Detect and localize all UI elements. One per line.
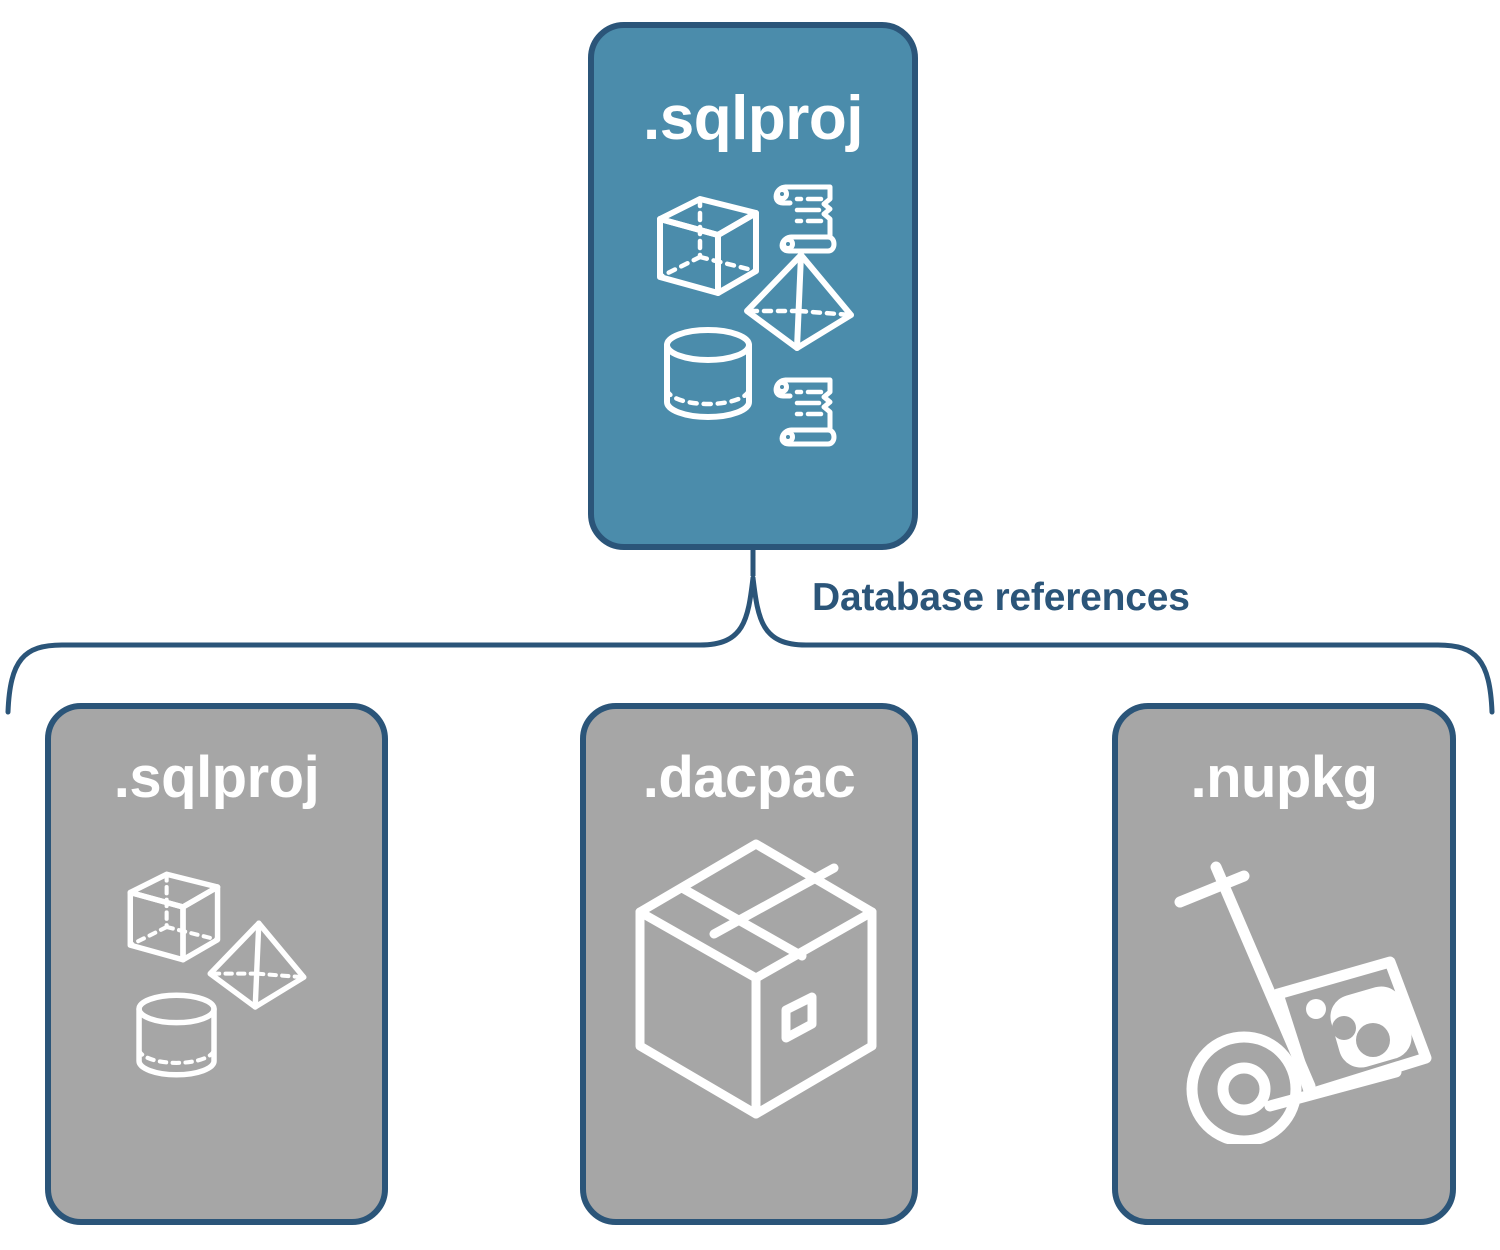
- cylinder-wireframe-icon: [664, 327, 752, 420]
- package-logo-dots-icon: [1332, 1016, 1390, 1057]
- node-card-sqlproj-root[interactable]: .sqlproj: [588, 22, 918, 550]
- hand-truck-package-icon: [1174, 861, 1432, 1144]
- brace-left-arm: [5, 575, 756, 715]
- database-references-label: Database references: [812, 576, 1190, 619]
- node-title-nupkg: .nupkg: [1190, 745, 1378, 810]
- pyramid-wireframe-icon: [207, 920, 307, 1010]
- brace-right-arm: [750, 575, 1495, 715]
- package-outline-icon: [1272, 956, 1432, 1100]
- node-title-sqlproj-root: .sqlproj: [643, 84, 863, 153]
- shipping-box-icon: [635, 839, 877, 1119]
- node-title-dacpac: .dacpac: [642, 745, 856, 810]
- node-card-nupkg[interactable]: .nupkg: [1112, 703, 1456, 1225]
- cylinder-wireframe-icon: [136, 992, 217, 1078]
- scroll-icon: [773, 377, 837, 447]
- cube-wireframe-icon: [657, 196, 759, 296]
- node-card-sqlproj-reference[interactable]: .sqlproj: [45, 703, 388, 1225]
- pyramid-wireframe-icon: [744, 252, 854, 351]
- box-label-icon: [781, 992, 817, 1043]
- node-card-dacpac[interactable]: .dacpac: [580, 703, 918, 1225]
- cube-wireframe-icon: [127, 871, 221, 963]
- package-logo-icon: [1306, 986, 1412, 1068]
- node-title-sqlproj-reference: .sqlproj: [113, 745, 320, 810]
- scroll-icon: [773, 184, 837, 254]
